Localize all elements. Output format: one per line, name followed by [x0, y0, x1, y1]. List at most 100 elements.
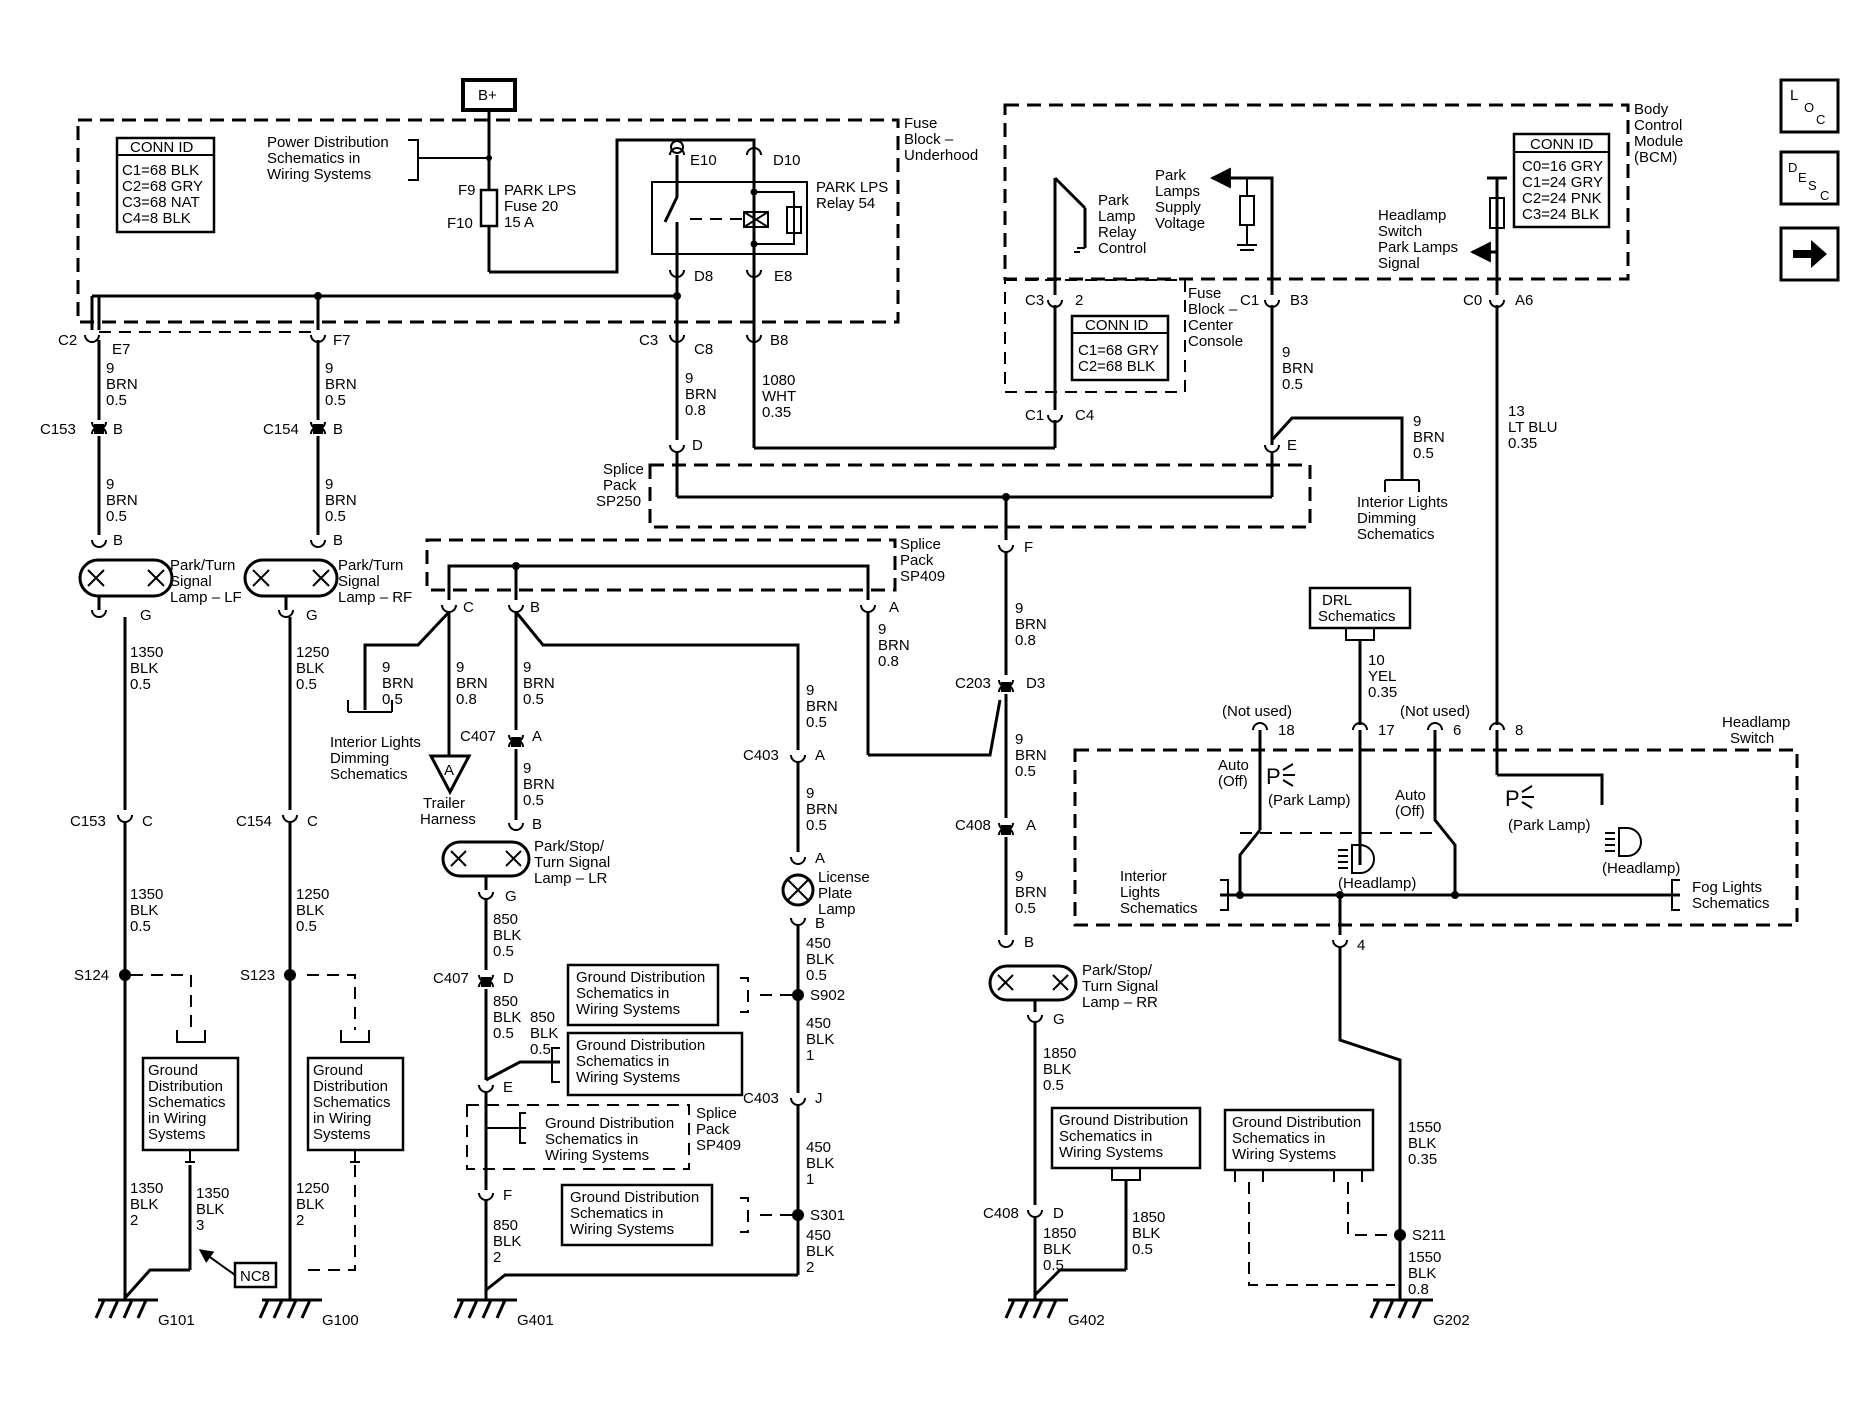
connector-c8: C8: [694, 341, 713, 358]
connector-c2: C2: [58, 332, 77, 349]
wire-label-10-yel: 10 YEL 0.35: [1368, 652, 1400, 701]
splice-pack-sp409-label: Splice Pack SP409: [900, 536, 945, 585]
ground-distribution-ref: Ground Distribution Schematics in Wiring…: [570, 1189, 703, 1238]
headlamp-label: (Headlamp): [1338, 875, 1416, 892]
conn-id-list-bcm: C0=16 GRY C1=24 GRY C2=24 PNK C3=24 BLK: [1522, 158, 1607, 223]
connector-a: A: [815, 747, 825, 764]
ground-distribution-box: [560, 1183, 714, 1247]
interior-dimming-ref: Interior Lights Dimming Schematics: [1357, 494, 1452, 543]
connector-b: B: [530, 599, 540, 616]
connector-e7: E7: [112, 341, 130, 358]
auto-off-label: Auto (Off): [1218, 757, 1253, 790]
conn-id-title: CONN ID: [1085, 317, 1149, 334]
splice-s211: S211: [1412, 1227, 1446, 1244]
park-lamp-icon: P: [1266, 764, 1281, 789]
drl-schematics-box: [1308, 586, 1412, 630]
pin-4: 4: [1357, 937, 1365, 954]
relay-pin-d8: D8: [694, 268, 713, 285]
desc-letter: S: [1808, 178, 1817, 193]
trailer-harness-pin: A: [444, 762, 454, 779]
splice-s301: S301: [810, 1207, 845, 1224]
connector-a: A: [1026, 817, 1036, 834]
splice-pack-sp409-lower-outline: [466, 1104, 690, 1170]
desc-button[interactable]: D E S C: [1779, 150, 1840, 206]
connector-d3: D3: [1026, 675, 1045, 692]
park-lamps-supply-voltage-label: Park Lamps Supply Voltage: [1155, 167, 1205, 232]
pin-18: 18: [1278, 722, 1295, 739]
not-used-label: (Not used): [1400, 703, 1470, 720]
splice-pack-sp250-label: Splice Pack SP250: [596, 461, 648, 510]
park-lps-fuse-label: PARK LPS Fuse 20 15 A: [504, 182, 580, 231]
wire-label-1850-blk: 1850 BLK 0.5: [1132, 1209, 1170, 1258]
wire-label-1350-blk: 1350 BLK 0.5: [130, 644, 168, 693]
wire-label-1550-blk-08: 1550 BLK 0.8: [1408, 1249, 1446, 1298]
wire-label-9-brn: 9 BRN 0.5: [106, 476, 142, 525]
wire-label-9-brn-08: 9 BRN 0.8: [456, 659, 492, 708]
wire-label-9-brn: 9 BRN 0.5: [1282, 344, 1318, 393]
wire-label-9-brn: 9 BRN 0.5: [325, 360, 361, 409]
conn-id-list-underhood: C1=68 BLK C2=68 GRY C3=68 NAT C4=8 BLK: [122, 162, 207, 227]
wire-label-9-brn: 9 BRN 0.5: [523, 760, 559, 809]
license-plate-lamp-label: License Plate Lamp: [818, 869, 874, 918]
wire-label-9-brn-08: 9 BRN 0.8: [878, 621, 914, 670]
ground-distribution-box: [1050, 1106, 1202, 1170]
connector-b: B: [333, 421, 343, 438]
loc-button[interactable]: L O C: [1779, 78, 1840, 134]
wire-label-850-blk: 850 BLK 0.5: [493, 911, 526, 960]
connector-c153: C153: [70, 813, 106, 830]
park-lps-fuse: [479, 188, 499, 228]
connector-c203: C203: [955, 675, 991, 692]
pin-8: 8: [1515, 722, 1523, 739]
splice-pack-sp250-outline: [648, 463, 1312, 529]
splice-s123: S123: [240, 967, 275, 984]
ground-g402-icon: [1004, 1290, 1068, 1319]
connector-c154: C154: [263, 421, 299, 438]
pin-2: 2: [1075, 292, 1083, 309]
fuse-block-underhood-label: Fuse Block – Underhood: [904, 115, 978, 164]
connector-c403: C403: [743, 747, 779, 764]
wire-label-1250-blk: 1250 BLK 0.5: [296, 886, 334, 935]
park-stop-turn-lamp-lr-icon: [441, 840, 531, 878]
connector-b: B: [1024, 934, 1034, 951]
wire-label-9-brn-08: 9 BRN 0.8: [685, 370, 721, 419]
wire-label-1080-wht: 1080 WHT 0.35: [762, 372, 800, 421]
wire-label-1550-blk: 1550 BLK 0.35: [1408, 1119, 1446, 1168]
connector-a: A: [889, 599, 899, 616]
next-arrow-button[interactable]: [1779, 226, 1840, 282]
ground-distribution-box: [1223, 1108, 1375, 1172]
connector-c3: C3: [639, 332, 658, 349]
fuse-block-center-console-label: Fuse Block – Center Console: [1188, 285, 1243, 350]
connector-g: G: [306, 607, 318, 624]
license-plate-lamp-icon: [781, 873, 815, 907]
wire-label-9-brn: 9 BRN 0.5: [382, 659, 418, 708]
fuse-pin-f10: F10: [447, 215, 473, 232]
conn-id-box-bcm: [1512, 132, 1611, 229]
trailer-harness-label: Trailer Harness: [420, 795, 476, 828]
connector-b: B: [532, 816, 542, 833]
splice-s124: S124: [74, 967, 109, 984]
headlamp-icon: [1605, 827, 1642, 857]
connector-c1-center: C1: [1025, 407, 1044, 424]
arrow-right-icon: [1793, 240, 1827, 268]
connector-d: D: [1053, 1205, 1064, 1222]
ground-distribution-ref: Ground Distribution Schematics in Wiring…: [1059, 1112, 1192, 1161]
wire-label-9-brn: 9 BRN 0.5: [1015, 868, 1051, 917]
conn-id-title: CONN ID: [130, 139, 194, 156]
ground-distribution-ref: Ground Distribution Schematics in Wiring…: [1232, 1114, 1365, 1163]
headlamp-switch-signal-label: Headlamp Switch Park Lamps Signal: [1378, 207, 1462, 272]
splice-pack-sp409-label: Splice Pack SP409: [696, 1105, 741, 1154]
connector-a: A: [815, 850, 825, 867]
power-distribution-ref: Power Distribution Schematics in Wiring …: [267, 134, 393, 183]
ground-g202-icon: [1369, 1290, 1433, 1319]
desc-letter: D: [1788, 160, 1797, 175]
relay-pin-e10: E10: [690, 152, 717, 169]
connector-f: F: [1024, 539, 1033, 556]
wire-label-450-blk-1: 450 BLK 1: [806, 1139, 839, 1188]
connector-g: G: [140, 607, 152, 624]
wire-label-450-blk-1: 450 BLK 1: [806, 1015, 839, 1064]
connector-b: B: [113, 532, 123, 549]
interior-dimming-ref: Interior Lights Dimming Schematics: [330, 734, 425, 783]
ground-distribution-box: [566, 1031, 744, 1097]
